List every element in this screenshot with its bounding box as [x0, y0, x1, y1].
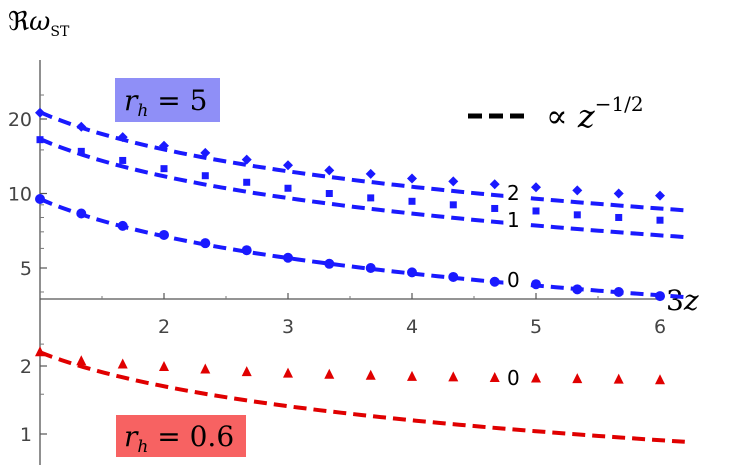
data-point-2 [407, 173, 417, 184]
data-point-0 [448, 271, 459, 282]
y-tick-label: 5 [20, 258, 32, 280]
data-point-lower-0 [572, 373, 583, 384]
data-point-0 [489, 276, 500, 287]
fit-line-1 [39, 137, 685, 240]
x-tick-label: 5 [530, 316, 542, 338]
data-point-1 [284, 184, 292, 192]
data-point-lower-0 [117, 358, 128, 369]
data-point-0 [117, 220, 128, 231]
data-point-0 [283, 252, 293, 263]
data-point-0 [241, 245, 252, 256]
data-point-1 [201, 172, 209, 180]
data-point-0 [35, 194, 45, 205]
fit-line-2 [39, 110, 685, 213]
data-point-1 [119, 156, 127, 164]
data-point-lower-0 [531, 372, 541, 383]
data-point-lower-0 [76, 355, 87, 366]
lower-box-label-bg [116, 415, 246, 457]
data-point-0 [572, 284, 583, 295]
data-point-lower-0 [655, 374, 665, 385]
data-point-1 [573, 211, 581, 219]
fit-line-0 [39, 197, 685, 300]
series-label-1: 1 [507, 208, 520, 232]
data-point-1 [367, 194, 375, 202]
series-label-1-bg [503, 206, 526, 231]
data-point-2 [489, 179, 500, 190]
data-point-2 [448, 176, 459, 187]
x-tick-label: 6 [654, 316, 666, 338]
data-point-lower-0 [35, 346, 45, 357]
data-point-2 [572, 185, 583, 196]
data-point-1 [408, 197, 416, 205]
fit-line-lower-0 [39, 350, 685, 444]
y-tick-label: 2 [20, 356, 32, 378]
x-tick-label: 4 [406, 316, 418, 338]
data-point-0 [365, 263, 376, 273]
data-point-2 [531, 182, 541, 193]
data-point-0 [76, 208, 87, 219]
data-point-2 [613, 188, 624, 199]
data-point-lower-0 [324, 368, 335, 379]
y-tick-label: 10 [8, 184, 32, 206]
series-label-0: 0 [507, 268, 520, 292]
data-point-1 [532, 207, 540, 215]
data-point-2 [283, 160, 293, 171]
y-tick-label: 1 [20, 424, 32, 446]
data-point-1 [160, 165, 168, 173]
data-point-lower-0 [283, 367, 293, 378]
x-tick-label: 2 [158, 316, 170, 338]
upper-box-label-bg [115, 78, 220, 122]
data-point-2 [365, 168, 376, 179]
series-label-lower-0: 0 [507, 366, 520, 390]
data-point-0 [159, 229, 169, 240]
data-point-1 [36, 136, 44, 144]
x-tick-label: 3 [282, 316, 294, 338]
lower-box-label: rh = 0.6 [124, 420, 234, 457]
data-point-lower-0 [448, 371, 459, 382]
data-point-2 [35, 107, 45, 118]
data-point-1 [77, 147, 85, 155]
legend-text: ∝ z−1/2 [546, 92, 644, 135]
data-point-0 [613, 286, 624, 297]
data-point-2 [159, 140, 169, 151]
x-axis-label: 3z [666, 284, 699, 317]
data-point-0 [407, 267, 417, 278]
y-axis-label: ℜωST [8, 7, 70, 40]
data-point-2 [200, 147, 211, 158]
data-point-lower-0 [613, 373, 624, 384]
data-point-2 [117, 132, 128, 143]
series-label-0-bg [503, 266, 526, 291]
series-label-lower-0-bg [503, 364, 526, 389]
data-point-lower-0 [159, 360, 169, 371]
data-point-2 [324, 165, 335, 176]
data-point-0 [324, 258, 335, 269]
data-point-1 [449, 201, 457, 209]
data-point-lower-0 [241, 366, 252, 377]
series-label-2-bg [503, 180, 526, 205]
data-point-lower-0 [489, 371, 500, 382]
series-label-2: 2 [507, 181, 520, 205]
data-point-1 [325, 190, 333, 197]
y-tick-label: 20 [8, 109, 32, 131]
data-point-1 [491, 204, 499, 212]
data-point-lower-0 [200, 363, 211, 374]
data-point-2 [655, 190, 665, 201]
data-point-lower-0 [407, 370, 417, 381]
data-point-1 [243, 178, 251, 186]
data-point-0 [531, 279, 541, 290]
data-point-2 [76, 121, 87, 132]
upper-box-label: rh = 5 [124, 84, 207, 121]
data-point-1 [656, 216, 664, 224]
data-point-2 [241, 154, 252, 165]
data-point-0 [200, 238, 211, 249]
data-point-0 [655, 291, 665, 302]
data-point-1 [615, 213, 623, 221]
data-point-lower-0 [365, 369, 376, 380]
